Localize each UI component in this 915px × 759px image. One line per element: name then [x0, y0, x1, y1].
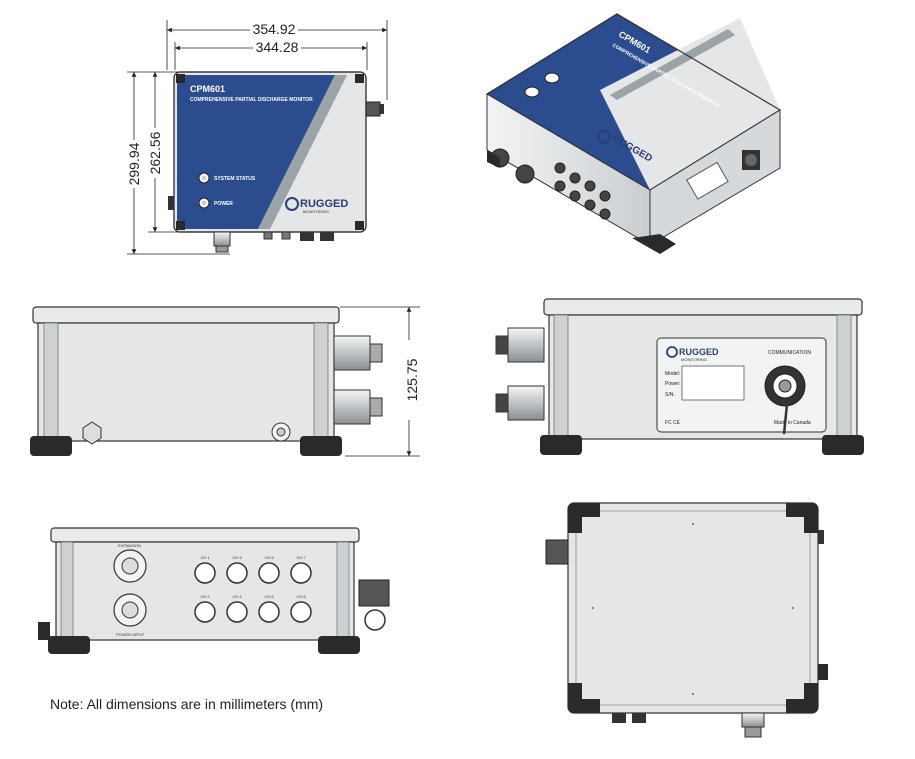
expansion-label: EXPANSION [118, 543, 141, 548]
channel-label-top-3: CH 5 [264, 555, 274, 560]
connector-panel-view: EXPANSION POWER INPUT CH 1 CH 3 CH 5 CH … [38, 527, 390, 654]
isometric-view: CPM601 COMPREHENSIVE PARTIAL DISCHARGE M… [485, 13, 782, 254]
dim-depth: 125.75 [404, 358, 420, 401]
side-view: 125.75 [30, 306, 422, 457]
power-field-label: Power: [665, 381, 681, 387]
dim-overall-width: 354.92 [253, 21, 296, 37]
channel-label-top-2: CH 3 [232, 555, 242, 560]
nameplate-brand-sub: MONITORING [681, 357, 707, 362]
front-view: 354.92 344.28 299.94 262.56 CPM601 COMPR… [126, 20, 388, 255]
front-brand-sub: MONITORING [303, 209, 329, 214]
dim-body-height: 262.56 [147, 131, 163, 174]
channel-label-bottom-1: CH 2 [200, 594, 210, 599]
made-in-label: Made in Canada [774, 420, 811, 426]
channel-ports [194, 562, 312, 623]
sn-field-label: S/N: [665, 392, 675, 398]
rear-view [545, 502, 828, 738]
channel-label-top-1: CH 1 [200, 555, 210, 560]
model-field-label: Model: [665, 371, 680, 377]
dim-body-width: 344.28 [256, 39, 299, 55]
dim-overall-height: 299.94 [126, 142, 142, 185]
channel-label-top-4: CH 7 [296, 555, 306, 560]
front-description-label: COMPREHENSIVE PARTIAL DISCHARGE MONITOR [190, 97, 313, 103]
nameplate-brand-label: RUGGED [679, 347, 719, 357]
system-status-label: SYSTEM STATUS [214, 176, 256, 182]
brand-logo-icon [285, 197, 299, 211]
front-model-label: CPM601 [190, 84, 225, 94]
cert-label: FC CE [665, 420, 681, 426]
front-brand-label: RUGGED [300, 198, 348, 210]
channel-label-bottom-3: CH 6 [264, 594, 274, 599]
communication-label: COMMUNICATION [768, 350, 811, 356]
power-label: POWER [214, 201, 233, 207]
nameplate-view: RUGGED MONITORING COMMUNICATION Model: P… [495, 298, 864, 455]
channel-label-bottom-2: CH 4 [232, 594, 242, 599]
channel-label-bottom-4: CH 8 [296, 594, 306, 599]
power-input-label: POWER INPUT [116, 632, 145, 637]
dimensions-note: Note: All dimensions are in millimeters … [50, 696, 324, 712]
